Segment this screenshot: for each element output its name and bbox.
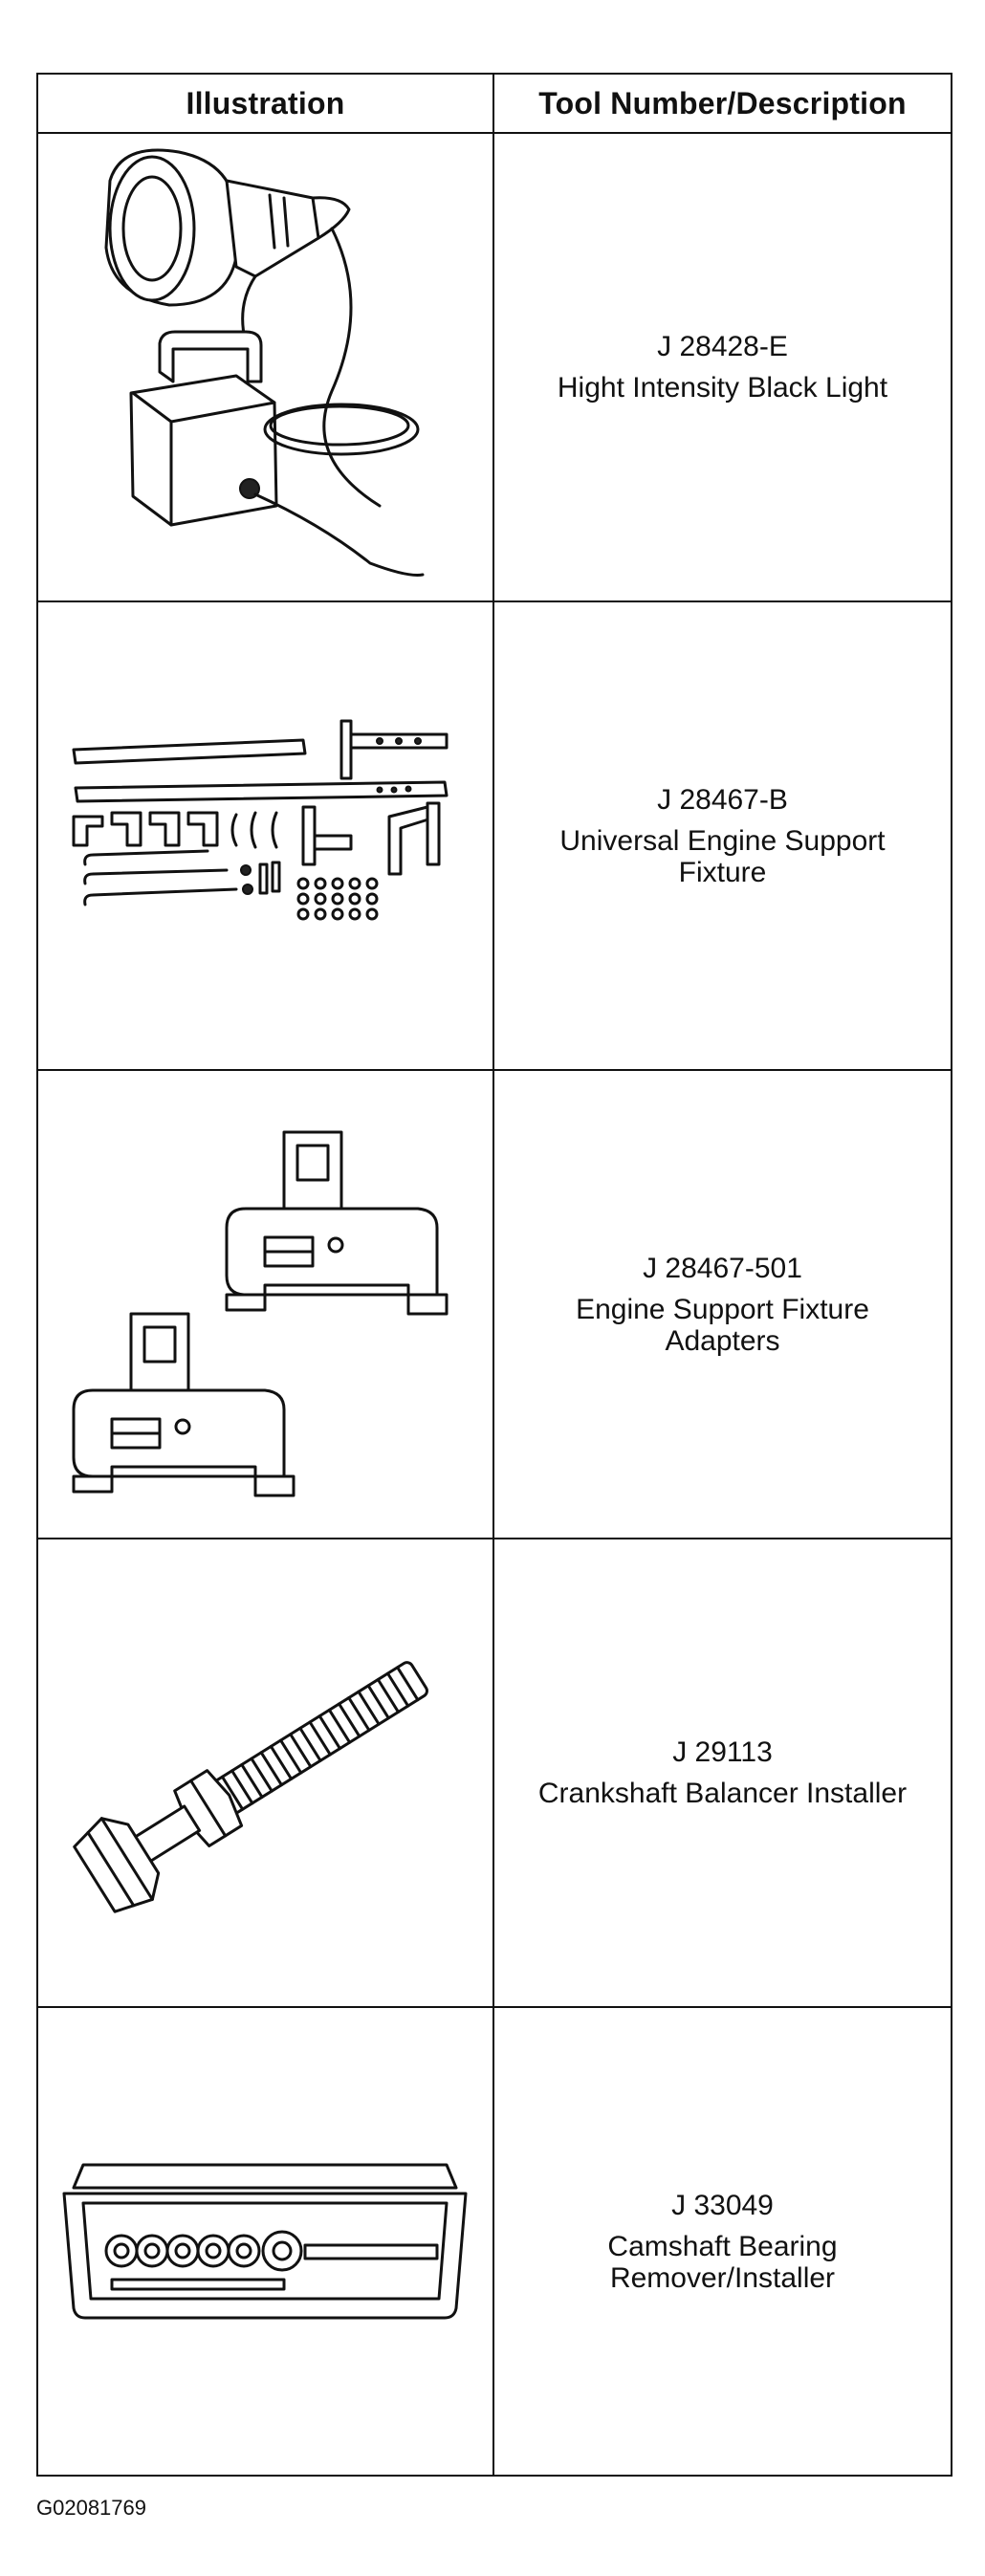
header-illustration: Illustration (36, 73, 494, 134)
illustration-cell (36, 600, 494, 1071)
illustration-cell (36, 1538, 494, 2008)
tool-table: Illustration Tool Number/Description (36, 73, 953, 2477)
tool-description: Universal Engine Support Fixture (559, 824, 886, 888)
tool-number: J 33049 (671, 2189, 774, 2221)
table-row: J 28467-501 Engine Support Fixture Adapt… (36, 1069, 953, 1539)
black-light-icon (104, 148, 425, 577)
engine-support-fixture-icon (72, 719, 449, 921)
illustration-cell (36, 2006, 494, 2477)
description-cell: J 28428-E Hight Intensity Black Light (492, 132, 953, 602)
tool-description: Camshaft Bearing Remover/Installer (607, 2230, 838, 2294)
tool-number: J 28467-B (657, 783, 788, 816)
tool-description: Hight Intensity Black Light (557, 372, 888, 404)
table-header-row: Illustration Tool Number/Description (36, 73, 953, 134)
description-cell: J 29113 Crankshaft Balancer Installer (492, 1538, 953, 2008)
illustration-cell (36, 1069, 494, 1539)
illustration-cell (36, 132, 494, 602)
tool-number: J 28467-501 (643, 1252, 802, 1284)
description-cell: J 28467-B Universal Engine Support Fixtu… (492, 600, 953, 1071)
tool-description: Engine Support Fixture Adapters (576, 1293, 869, 1357)
table-row: J 29113 Crankshaft Balancer Installer (36, 1538, 953, 2008)
balancer-installer-icon (73, 1661, 429, 1913)
table-row: J 28428-E Hight Intensity Black Light (36, 132, 953, 602)
tool-description: Crankshaft Balancer Installer (537, 1778, 908, 1809)
figure-code: G02081769 (36, 2496, 146, 2520)
description-cell: J 33049 Camshaft Bearing Remover/Install… (492, 2006, 953, 2477)
tool-number: J 28428-E (657, 331, 788, 362)
description-cell: J 28467-501 Engine Support Fixture Adapt… (492, 1069, 953, 1539)
table-row: J 33049 Camshaft Bearing Remover/Install… (36, 2006, 953, 2477)
fixture-adapters-icon (72, 1130, 449, 1497)
tool-number: J 29113 (672, 1736, 773, 1768)
header-tool-description: Tool Number/Description (492, 73, 953, 134)
camshaft-bearing-kit-icon (62, 2163, 468, 2320)
table-row: J 28467-B Universal Engine Support Fixtu… (36, 600, 953, 1071)
